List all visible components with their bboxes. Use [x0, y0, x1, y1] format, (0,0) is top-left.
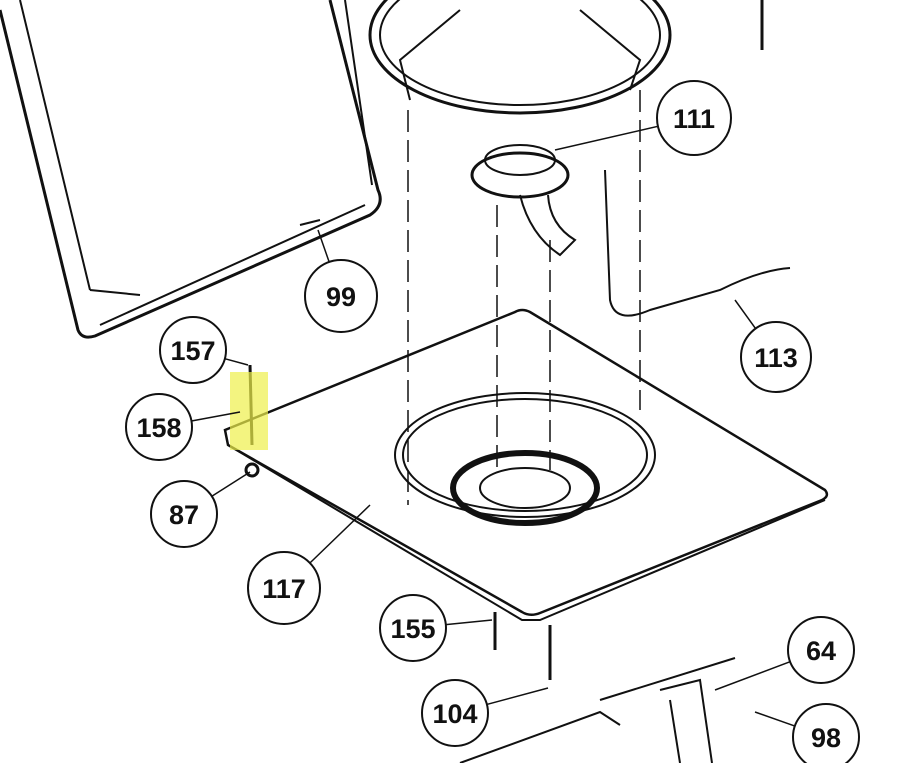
callout-155: 155 — [379, 594, 447, 662]
leader-line-158 — [191, 411, 241, 422]
thermocouple — [604, 169, 791, 317]
callout-label: 87 — [169, 500, 199, 530]
callout-circle — [792, 703, 860, 763]
leader-line-111 — [554, 125, 659, 151]
callout-label: 99 — [326, 282, 356, 312]
leader-line-155 — [445, 619, 493, 626]
callout-117: 117 — [247, 551, 321, 625]
callout-104: 104 — [421, 679, 489, 747]
callout-64: 64 — [787, 616, 855, 684]
alignment-lines — [407, 90, 641, 505]
callout-label: 157 — [170, 336, 215, 366]
callout-circle — [159, 316, 227, 384]
leader-line-98 — [754, 711, 796, 727]
callout-label: 98 — [811, 723, 841, 753]
callout-circle — [150, 480, 218, 548]
leader-line-157 — [224, 357, 249, 366]
callout-circle — [421, 679, 489, 747]
bottom-bracket — [459, 657, 736, 763]
callout-label: 64 — [806, 636, 836, 666]
leader-line-113 — [734, 299, 757, 330]
grate — [368, 0, 672, 115]
callout-157: 157 — [159, 316, 227, 384]
callout-circle — [740, 321, 812, 393]
leader-line-99 — [317, 229, 330, 263]
callout-circle — [787, 616, 855, 684]
callout-87: 87 — [150, 480, 218, 548]
leader-line-104 — [486, 687, 549, 706]
callout-label: 104 — [432, 699, 477, 729]
callout-111: 111 — [656, 80, 732, 156]
callout-circle — [304, 259, 378, 333]
callout-158: 158 — [125, 393, 193, 461]
callout-label: 113 — [754, 343, 798, 373]
callout-circle — [247, 551, 321, 625]
callout-label: 117 — [262, 574, 306, 604]
callout-circle — [379, 594, 447, 662]
highlight-marker — [230, 372, 268, 450]
callout-99: 99 — [304, 259, 378, 333]
side-frame — [0, 0, 382, 339]
callout-label: 155 — [390, 614, 435, 644]
callout-98: 98 — [792, 703, 860, 763]
burner-plate — [223, 308, 829, 621]
callout-label: 158 — [136, 413, 181, 443]
callout-label: 111 — [673, 104, 715, 134]
burner — [470, 144, 577, 257]
callout-circle — [125, 393, 193, 461]
callout-113: 113 — [740, 321, 812, 393]
leader-line-117 — [309, 504, 371, 564]
leader-line-64 — [714, 660, 791, 691]
callout-circle — [656, 80, 732, 156]
leader-line-87 — [211, 471, 251, 497]
